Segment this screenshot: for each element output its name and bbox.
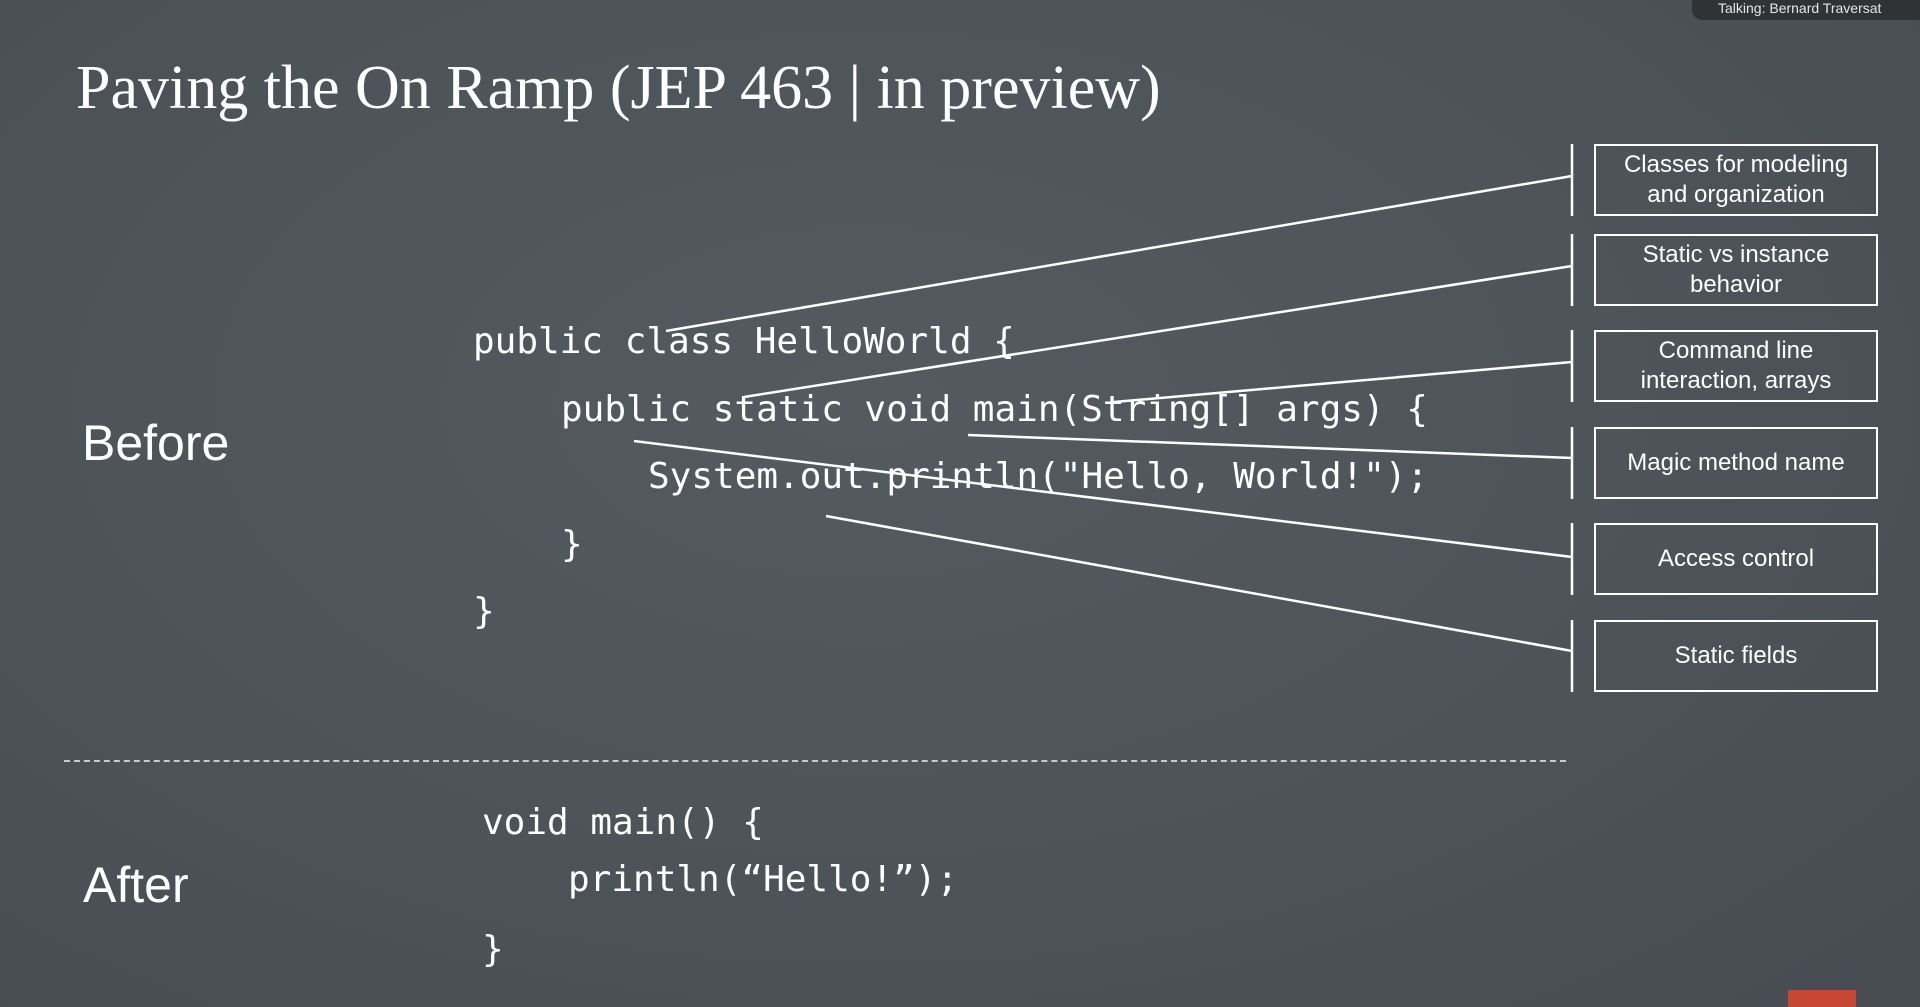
callout-box: Command line interaction, arrays bbox=[1594, 330, 1878, 402]
callout-box: Access control bbox=[1594, 523, 1878, 595]
connector-line bbox=[665, 174, 1573, 333]
connector-line bbox=[967, 433, 1573, 460]
callout-text: Static fields bbox=[1674, 642, 1798, 669]
slide-corner-tab bbox=[1788, 990, 1856, 1007]
callout-box: Static vs instance behavior bbox=[1594, 234, 1878, 306]
callout-text: Static vs instance behavior bbox=[1642, 241, 1830, 298]
after-code-line: println(“Hello!”); bbox=[568, 859, 959, 900]
callout-text: Classes for modeling and organization bbox=[1623, 151, 1849, 208]
callout-box: Static fields bbox=[1594, 620, 1878, 692]
after-label: After bbox=[83, 857, 189, 913]
before-code-line: System.out.println("Hello, World!"); bbox=[648, 456, 1429, 497]
talking-indicator: Talking: Bernard Traversat bbox=[1692, 0, 1920, 20]
section-divider bbox=[64, 760, 1566, 762]
callout-box: Magic method name bbox=[1594, 427, 1878, 499]
callout-box: Classes for modeling and organization bbox=[1594, 144, 1878, 216]
callout-text: Magic method name bbox=[1627, 449, 1845, 476]
before-code-line: } bbox=[473, 591, 495, 632]
before-code-line: public static void main(String[] args) { bbox=[561, 389, 1428, 430]
slide-title: Paving the On Ramp (JEP 463 | in preview… bbox=[76, 54, 1161, 122]
connector-line bbox=[743, 264, 1573, 399]
callout-text: Access control bbox=[1657, 545, 1815, 572]
callout-text: Command line interaction, arrays bbox=[1640, 337, 1832, 394]
after-code-line: } bbox=[482, 929, 504, 970]
before-label: Before bbox=[82, 415, 230, 471]
before-code-line: } bbox=[561, 524, 583, 565]
connector-line bbox=[825, 514, 1573, 653]
connector-line bbox=[1113, 360, 1573, 404]
after-code-line: void main() { bbox=[482, 802, 764, 843]
connector-line bbox=[633, 439, 1573, 559]
